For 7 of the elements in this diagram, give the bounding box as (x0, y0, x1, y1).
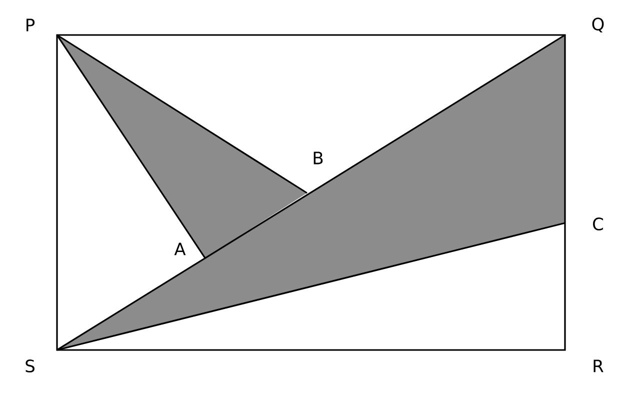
point-label: Q (592, 18, 604, 32)
point-label: R (594, 360, 604, 372)
point-label: C (593, 218, 603, 230)
point-label: B (314, 152, 323, 164)
point-label: S (26, 360, 34, 372)
point-label: P (26, 18, 35, 32)
point-label: A (174, 242, 186, 256)
